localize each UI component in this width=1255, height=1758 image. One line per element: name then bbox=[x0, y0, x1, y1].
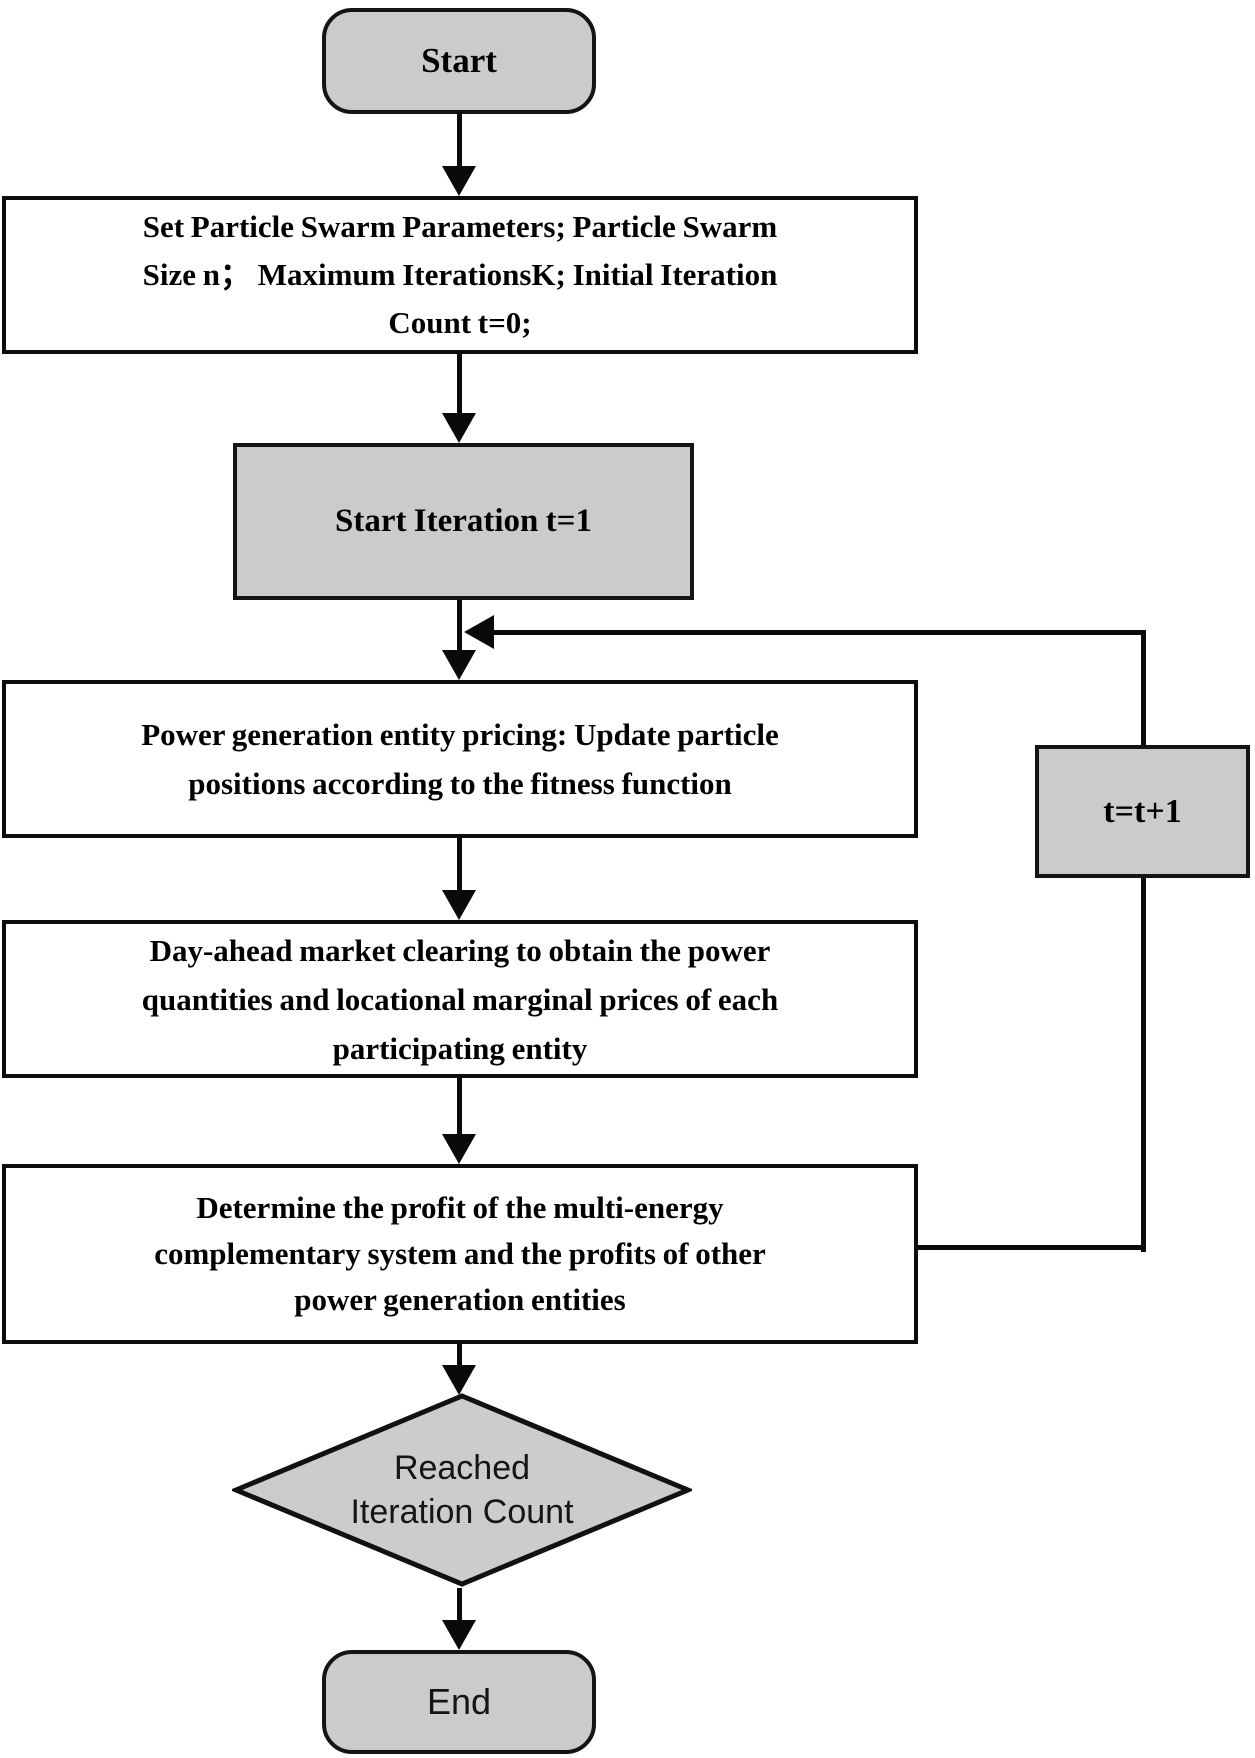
arrow-iteration-to-update-line bbox=[457, 600, 462, 652]
arrow-clearing-to-profit-head bbox=[442, 1134, 476, 1164]
arrow-profit-to-decision-line bbox=[457, 1344, 462, 1368]
arrow-update-to-clearing-head bbox=[442, 890, 476, 920]
increment-node: t=t+1 bbox=[1035, 745, 1250, 878]
loop-bottom-line bbox=[918, 1245, 1146, 1250]
arrow-decision-to-end-line bbox=[457, 1588, 462, 1624]
market-clearing-node: Day-ahead market clearing to obtain the … bbox=[2, 920, 918, 1078]
arrow-start-to-init-head bbox=[442, 166, 476, 196]
iteration-check-diamond bbox=[232, 1393, 692, 1587]
end-node: End bbox=[322, 1650, 596, 1754]
start-node: Start bbox=[322, 8, 596, 114]
loop-top-line bbox=[488, 630, 1146, 635]
arrow-clearing-to-profit-line bbox=[457, 1078, 462, 1136]
arrow-update-to-clearing-line bbox=[457, 838, 462, 892]
arrow-init-to-iteration-head bbox=[442, 413, 476, 443]
iteration-check-label: Reached Iteration Count bbox=[350, 1449, 574, 1531]
determine-profit-node: Determine the profit of the multi-energy… bbox=[2, 1164, 918, 1344]
arrow-start-to-init-line bbox=[457, 112, 462, 168]
update-particles-node: Power generation entity pricing: Update … bbox=[2, 680, 918, 838]
arrow-iteration-to-update-head bbox=[442, 650, 476, 680]
loop-right-line bbox=[1141, 630, 1146, 1252]
arrow-init-to-iteration-line bbox=[457, 354, 462, 416]
arrow-profit-to-decision-head bbox=[442, 1365, 476, 1395]
start-iteration-node: Start Iteration t=1 bbox=[233, 443, 694, 600]
set-parameters-node: Set Particle Swarm Parameters; Particle … bbox=[2, 196, 918, 354]
arrow-decision-to-end-head bbox=[442, 1620, 476, 1650]
